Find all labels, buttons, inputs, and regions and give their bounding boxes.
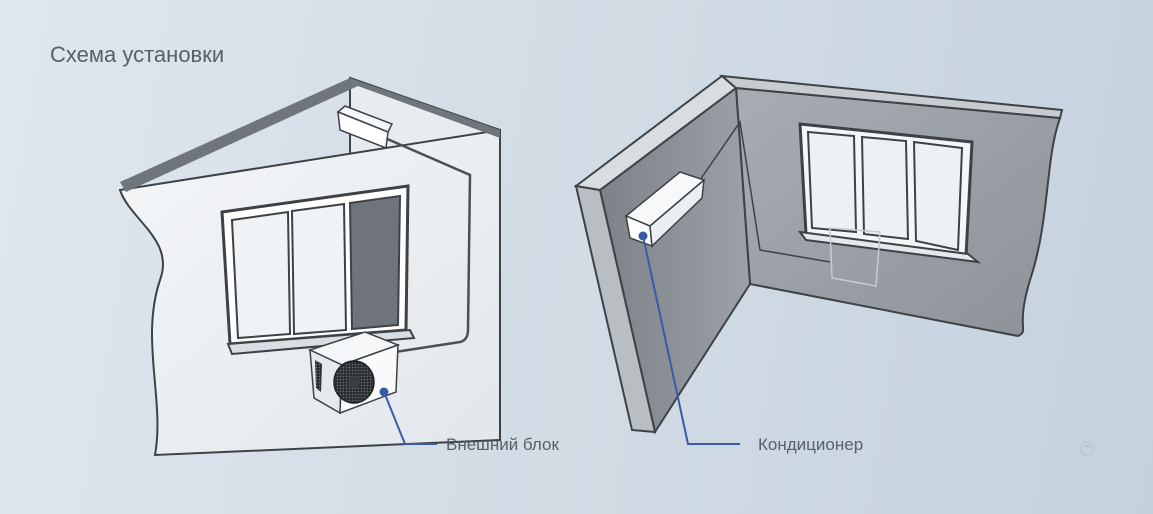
interior-window — [797, 122, 982, 287]
chevron-up-icon[interactable]: ^ — [1080, 442, 1094, 456]
exterior-wall-scene: Внешний блок — [118, 76, 559, 457]
indoor-unit-exterior-view — [336, 105, 394, 150]
exterior-window — [220, 184, 416, 356]
callout-indoor-unit: Кондиционер — [638, 231, 863, 454]
callout-outdoor-unit: Внешний блок — [379, 387, 559, 454]
callout-label-indoor-unit: Кондиционер — [758, 435, 863, 454]
interior-wall-scene: Кондиционер — [573, 74, 1064, 454]
page-title: Схема установки — [50, 42, 225, 67]
callout-label-outdoor-unit: Внешний блок — [446, 435, 559, 454]
indoor-unit — [624, 171, 706, 248]
